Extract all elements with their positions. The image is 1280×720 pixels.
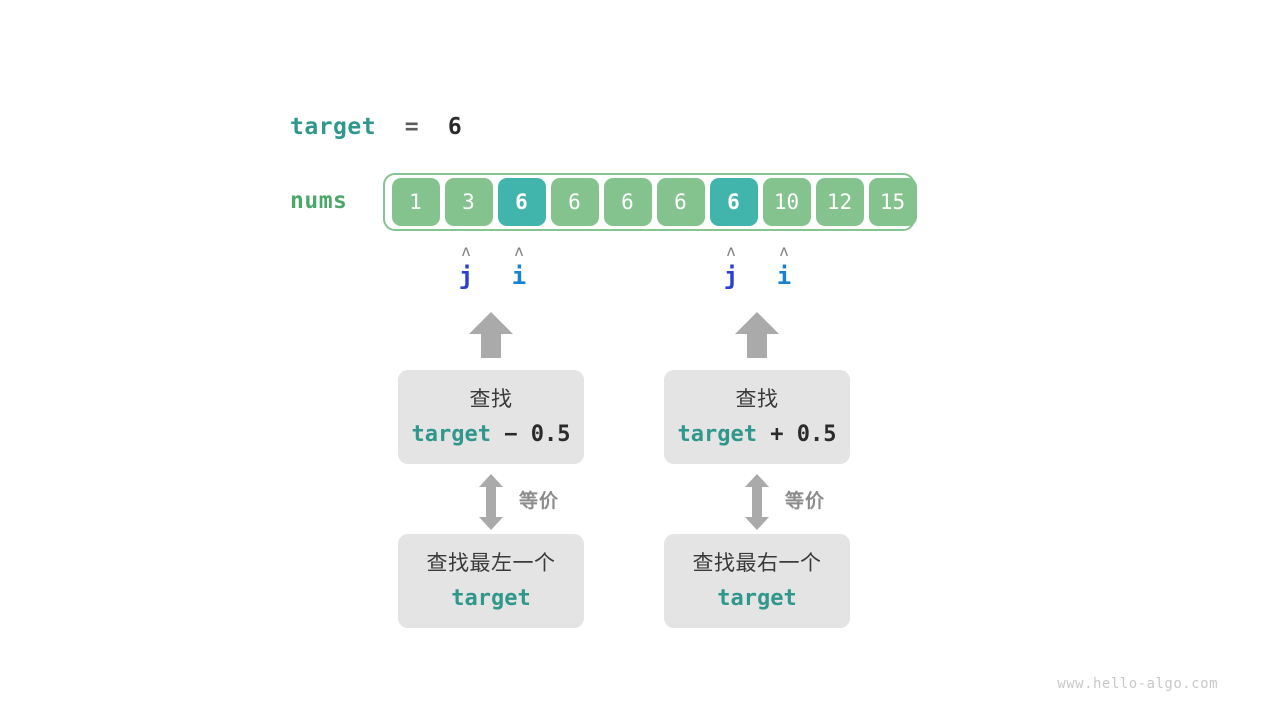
array-cell: 15 bbox=[868, 178, 917, 226]
result-box-left-title: 查找最左一个 bbox=[426, 551, 556, 575]
equivalence-arrow-left bbox=[478, 474, 504, 530]
target-value: 6 bbox=[447, 114, 463, 140]
caret-icon: ʌ bbox=[461, 242, 471, 260]
search-box-right-keyword: target bbox=[677, 422, 757, 447]
pointer-label: j bbox=[723, 262, 739, 290]
up-arrow-right bbox=[734, 311, 780, 359]
caret-icon: ʌ bbox=[779, 242, 789, 260]
up-arrow-left bbox=[468, 311, 514, 359]
equivalence-label-right: 等价 bbox=[785, 490, 826, 512]
target-declaration: target = 6 bbox=[290, 110, 462, 144]
result-box-right-title: 查找最右一个 bbox=[692, 551, 822, 575]
search-box-left-expression: target − 0.5 bbox=[412, 420, 571, 450]
pointer-label: j bbox=[458, 262, 474, 290]
result-box-left-target: target bbox=[451, 586, 531, 611]
search-box-right-expression: target + 0.5 bbox=[678, 420, 837, 450]
search-box-right-offset: + 0.5 bbox=[757, 422, 837, 447]
array-cell: 6 bbox=[550, 178, 599, 226]
search-box-right: 查找 target + 0.5 bbox=[664, 370, 850, 464]
equivalence-arrow-right bbox=[744, 474, 770, 530]
array-cell: 6 bbox=[709, 178, 758, 226]
assign-operator: = bbox=[404, 114, 420, 140]
search-box-left-title: 查找 bbox=[469, 387, 513, 411]
pointer-label: i bbox=[511, 262, 527, 290]
array-cell: 6 bbox=[497, 178, 546, 226]
result-box-right-target: target bbox=[717, 586, 797, 611]
array-cell: 1 bbox=[391, 178, 440, 226]
target-keyword: target bbox=[290, 114, 377, 140]
array-cell: 10 bbox=[762, 178, 811, 226]
array-cell: 3 bbox=[444, 178, 493, 226]
array-cell: 6 bbox=[656, 178, 705, 226]
equivalence-label-left: 等价 bbox=[519, 490, 560, 512]
result-box-right: 查找最右一个 target bbox=[664, 534, 850, 628]
caret-icon: ʌ bbox=[514, 242, 524, 260]
result-box-left: 查找最左一个 target bbox=[398, 534, 584, 628]
array-cell: 12 bbox=[815, 178, 864, 226]
pointer-label: i bbox=[776, 262, 792, 290]
nums-label: nums bbox=[290, 188, 348, 214]
site-url: www.hello-algo.com bbox=[1057, 676, 1218, 692]
search-box-right-title: 查找 bbox=[735, 387, 779, 411]
array-cell: 6 bbox=[603, 178, 652, 226]
search-box-left: 查找 target − 0.5 bbox=[398, 370, 584, 464]
search-box-left-offset: − 0.5 bbox=[491, 422, 571, 447]
caret-icon: ʌ bbox=[726, 242, 736, 260]
search-box-left-keyword: target bbox=[411, 422, 491, 447]
